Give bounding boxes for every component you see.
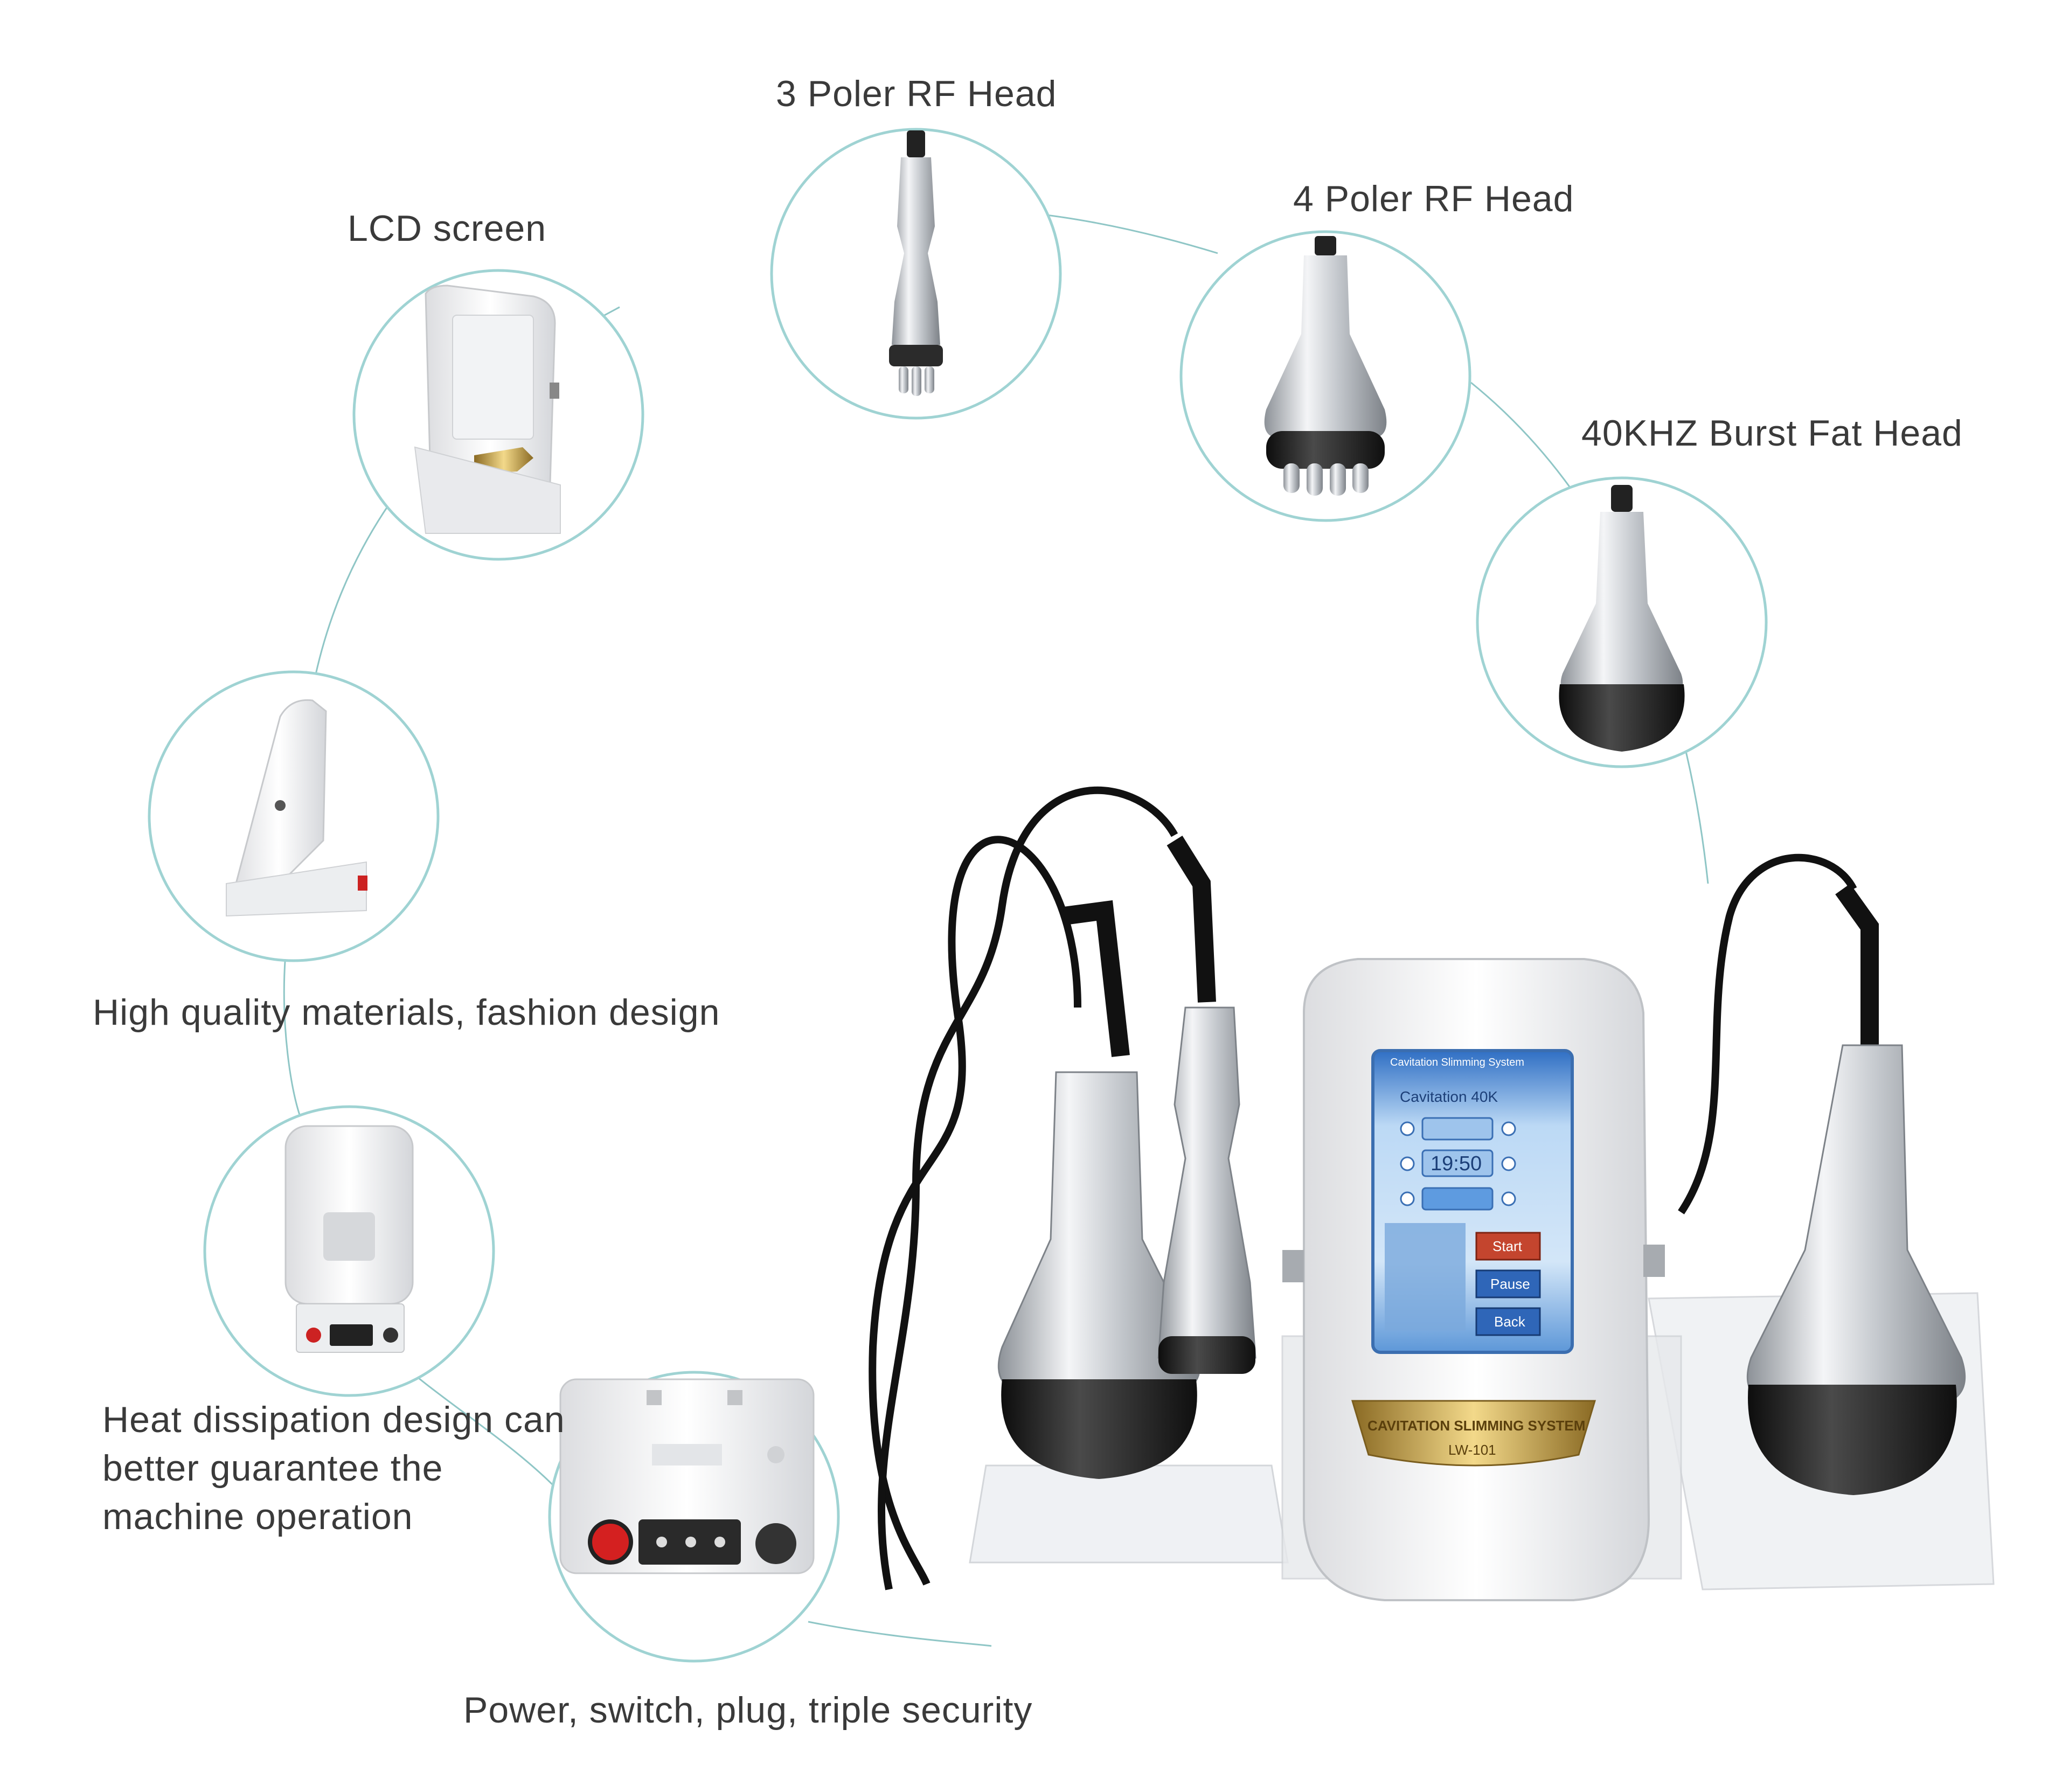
label-materials: High quality materials, fashion design: [93, 992, 720, 1033]
label-4-poler-rf-head: 4 Poler RF Head: [1293, 178, 1574, 219]
label-power-security: Power, switch, plug, triple security: [463, 1690, 1033, 1731]
label-40khz-burst-fat-head: 40KHZ Burst Fat Head: [1581, 413, 1963, 454]
main-machine: Cavitation Slimming System Cavitation 40…: [869, 786, 1995, 1601]
svg-text:Back: Back: [1494, 1314, 1526, 1330]
screen-pause-button[interactable]: Pause: [1475, 1269, 1541, 1298]
lcd-device-image: [414, 284, 561, 534]
label-lcd-screen: LCD screen: [348, 208, 547, 249]
label-3-poler-rf-head: 3 Poler RF Head: [776, 73, 1057, 114]
gold-badge: [1351, 1400, 1596, 1467]
svg-text:Pause: Pause: [1490, 1276, 1530, 1292]
power-panel-image: [559, 1378, 815, 1574]
three-poler-head-image: [889, 130, 943, 396]
svg-text:Start: Start: [1492, 1238, 1523, 1254]
back-view-device-image: [284, 1125, 414, 1353]
screen-time: 19:50: [1431, 1152, 1482, 1175]
badge-text: CAVITATION SLIMMING SYSTEM: [1367, 1418, 1585, 1434]
screen-start-button[interactable]: Start: [1475, 1232, 1541, 1261]
model-text: LW-101: [1448, 1442, 1496, 1458]
side-view-device-image: [226, 699, 367, 917]
screen-mode: Cavitation 40K: [1400, 1088, 1498, 1105]
screen-back-button[interactable]: Back: [1475, 1307, 1541, 1336]
four-poler-head-image: [1264, 236, 1387, 496]
screen-system-title: Cavitation Slimming System: [1390, 1057, 1524, 1068]
label-heat-dissipation: Heat dissipation design can better guara…: [102, 1399, 565, 1537]
burst-fat-head-image: [1559, 485, 1685, 752]
